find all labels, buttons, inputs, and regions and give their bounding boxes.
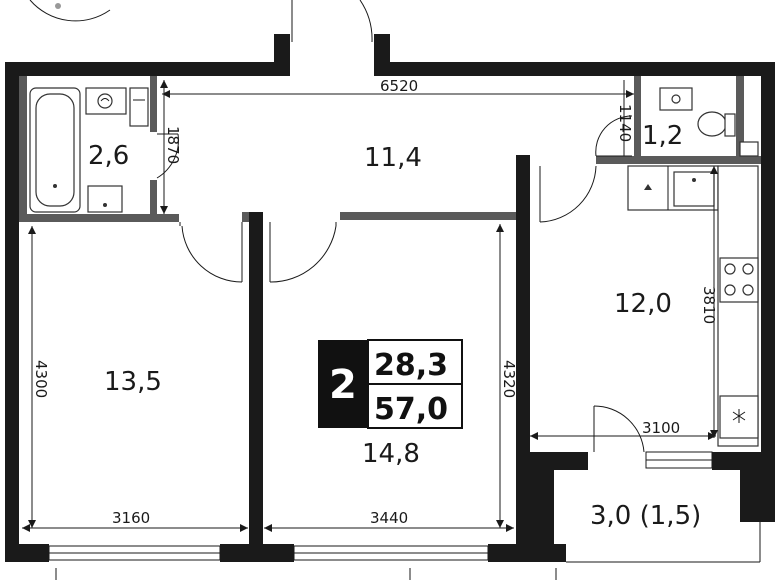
exterior-walls <box>5 34 775 562</box>
dim-left-width: 3160 <box>112 509 150 527</box>
windows <box>48 451 761 580</box>
interior-walls <box>19 76 761 562</box>
room-area-wc: 1,2 <box>642 121 683 151</box>
badge-total-area: 57,0 <box>374 392 448 427</box>
fridge-icon <box>719 395 759 439</box>
stove-icon <box>719 257 759 303</box>
dimension-lines <box>22 80 718 532</box>
badge-rooms-bg <box>318 340 368 428</box>
room-area-kitchen: 12,0 <box>614 289 672 319</box>
room-area-hallway: 11,4 <box>364 143 422 173</box>
wc-cabinet <box>739 141 759 157</box>
area-badge: 2 28,3 57,0 <box>318 339 463 429</box>
doors <box>156 115 645 453</box>
room-area-bathroom: 2,6 <box>88 141 129 171</box>
dim-kitchen-width: 3100 <box>642 419 680 437</box>
dim-hall-width: 6520 <box>380 77 418 95</box>
bath-cabinet <box>129 87 149 127</box>
badge-living-area: 28,3 <box>374 348 448 383</box>
room-area-bedroom-center: 14,8 <box>362 439 420 469</box>
badge-rooms-count: 2 <box>329 362 357 408</box>
room-area-bedroom-left: 13,5 <box>104 367 162 397</box>
wc-sink-icon <box>659 87 693 111</box>
washing-machine-icon <box>87 185 123 213</box>
dim-wc-height: 1140 <box>616 104 634 142</box>
bathtub <box>29 87 81 213</box>
washbasin-icon <box>85 87 127 115</box>
dim-kitchen-height: 3810 <box>700 286 718 324</box>
dim-center-width: 3440 <box>370 509 408 527</box>
toilet-icon <box>697 111 736 137</box>
dim-left-height: 4300 <box>32 360 50 398</box>
room-area-balcony: 3,0 (1,5) <box>590 501 701 531</box>
dim-bath-height: 1870 <box>164 126 182 164</box>
compass-icon <box>29 0 111 22</box>
entrance-door <box>291 0 373 43</box>
dim-center-height: 4320 <box>500 360 518 398</box>
